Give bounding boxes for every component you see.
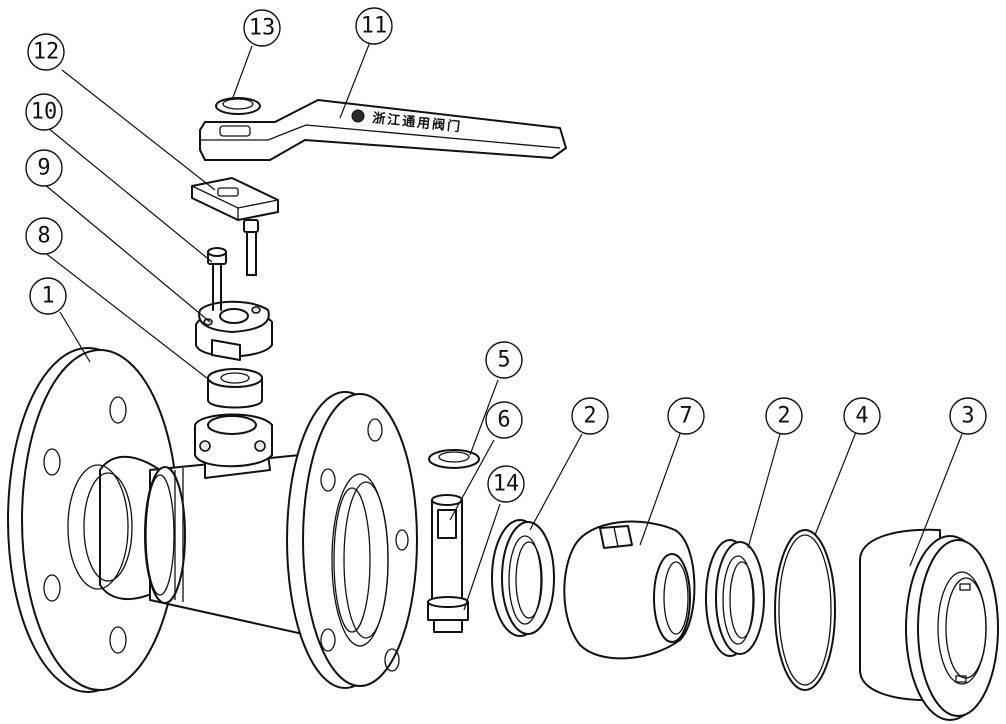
callout-5: 5	[485, 341, 523, 379]
callout-11: 11	[355, 7, 393, 45]
callout-3-label: 3	[961, 404, 974, 429]
callout-6-label: 6	[497, 408, 510, 433]
callout-6: 6	[485, 401, 523, 439]
callout-14: 14	[487, 465, 525, 503]
callout-1: 1	[29, 277, 67, 315]
part-gasket	[774, 529, 836, 691]
callout-2-left-label: 2	[583, 404, 596, 429]
part-bolt	[207, 247, 227, 311]
callout-2-left: 2	[571, 397, 609, 435]
callout-13: 13	[243, 9, 281, 47]
callout-7-label: 7	[679, 404, 692, 429]
part-valve-body	[7, 347, 418, 693]
callout-13-label: 13	[249, 16, 276, 41]
callout-12: 12	[27, 33, 65, 71]
callout-8: 8	[25, 217, 63, 255]
callout-2-right-label: 2	[777, 404, 790, 429]
part-handle: 浙江通用阀门	[199, 99, 567, 161]
part-seat-ring-right	[705, 539, 765, 657]
callout-14-label: 14	[493, 472, 520, 497]
callout-8-label: 8	[37, 224, 50, 249]
callout-12-label: 12	[33, 40, 60, 65]
leader-lines	[43, 41, 963, 611]
part-ball	[563, 520, 696, 660]
part-seat-ring-left	[491, 519, 555, 637]
callout-4-label: 4	[855, 404, 868, 429]
callout-4: 4	[843, 397, 881, 435]
callout-9-label: 9	[37, 156, 50, 181]
part-gland-flange	[195, 300, 273, 361]
part-thrust-washer	[428, 449, 480, 469]
part-stop-plate	[191, 177, 279, 276]
callout-7: 7	[667, 397, 705, 435]
part-packing-ring	[207, 368, 263, 409]
callout-3: 3	[949, 397, 987, 435]
callout-1-label: 1	[41, 284, 54, 309]
part-stem	[427, 494, 469, 633]
part-circlip	[215, 97, 261, 115]
callout-5-label: 5	[497, 348, 510, 373]
callout-10-label: 10	[31, 100, 58, 125]
callout-10: 10	[25, 93, 63, 131]
callout-2-right: 2	[765, 397, 803, 435]
callout-9: 9	[25, 149, 63, 187]
part-end-cap	[859, 528, 999, 721]
callout-11-label: 11	[361, 14, 388, 39]
